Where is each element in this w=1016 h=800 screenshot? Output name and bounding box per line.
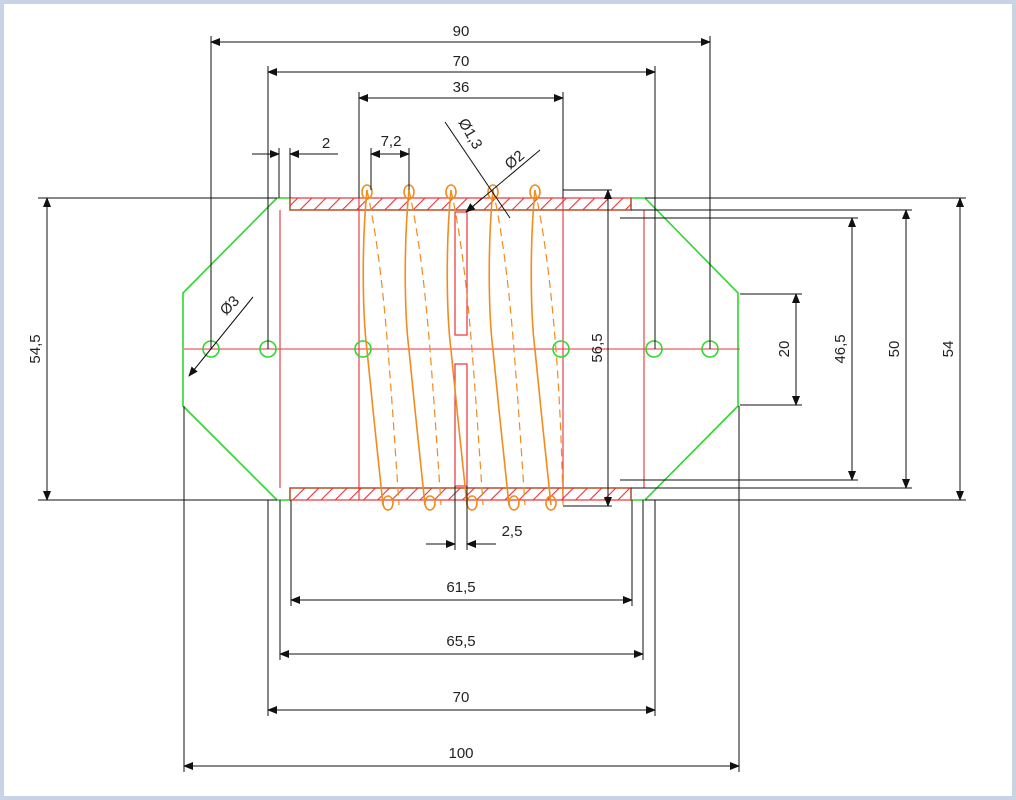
dim-right-20: 20 — [776, 341, 793, 358]
dim-bottom-100: 100 — [448, 745, 473, 762]
dimension-labels: 90 70 36 2 7,2 Ø1,3 Ø2 Ø3 54,5 56,5 20 4… — [27, 23, 957, 762]
dim-top-90: 90 — [453, 23, 470, 40]
dim-pitch: 7,2 — [381, 133, 402, 150]
dim-top-70: 70 — [453, 53, 470, 70]
dim-top-36: 36 — [453, 79, 470, 96]
dim-right-54: 54 — [940, 341, 957, 358]
red-construction — [184, 198, 740, 500]
dim-right-50: 50 — [886, 341, 903, 358]
dim-right-46-5: 46,5 — [832, 334, 849, 363]
dim-wire-dia: Ø1,3 — [455, 116, 486, 153]
dim-mid-56-5: 56,5 — [589, 333, 606, 362]
dim-bottom-61-5: 61,5 — [446, 579, 475, 596]
dim-outer-wire-dia: Ø2 — [502, 147, 528, 173]
dim-wall-2: 2 — [322, 135, 330, 152]
spring-coils — [361, 184, 564, 511]
dim-bottom-70: 70 — [453, 689, 470, 706]
dim-left-54-5: 54,5 — [27, 334, 44, 363]
dim-gap-2-5: 2,5 — [502, 523, 523, 540]
dim-bottom-65-5: 65,5 — [446, 633, 475, 650]
tube-walls — [289, 197, 632, 501]
dimension-lines — [38, 36, 966, 772]
